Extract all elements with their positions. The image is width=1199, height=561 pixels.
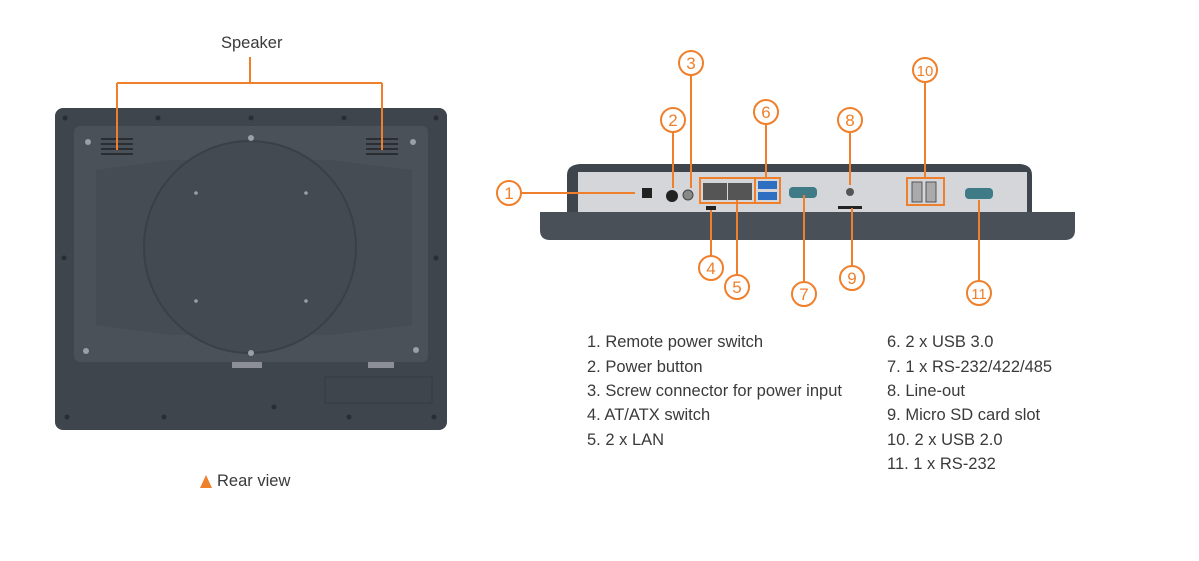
rear-view-panel (55, 108, 447, 430)
callout-9: 9 (847, 269, 856, 288)
legend-item: 1. Remote power switch (587, 333, 764, 351)
legend-item: 11. 1 x RS-232 (887, 455, 996, 473)
legend-item: 4. AT/ATX switch (587, 406, 711, 424)
port-callout-lines (521, 75, 980, 282)
legend-item: 8. Line-out (887, 382, 965, 400)
legend-item: 3. Screw connector for power input (587, 382, 842, 400)
legend-item: 9. Micro SD card slot (887, 406, 1041, 424)
callout-circles (496, 50, 992, 307)
callout-6: 6 (761, 103, 770, 122)
callout-5: 5 (732, 278, 741, 297)
bottom-view-device (540, 164, 1075, 240)
callout-4: 4 (706, 259, 715, 278)
callout-8: 8 (845, 111, 854, 130)
legend-item: 6. 2 x USB 3.0 (887, 333, 994, 351)
rear-view-caption: Rear view (217, 472, 291, 490)
callout-7: 7 (799, 285, 808, 304)
callout-11: 11 (971, 286, 987, 303)
callout-10: 10 (917, 63, 934, 80)
triangle-icon (200, 475, 212, 488)
callout-numbers: 1 2 3 4 5 6 7 8 9 10 11 (504, 54, 987, 304)
legend-item: 10. 2 x USB 2.0 (887, 431, 1003, 449)
legend-item: 2. Power button (587, 358, 703, 376)
callout-2: 2 (668, 111, 677, 130)
legend-item: 7. 1 x RS-232/422/485 (887, 358, 1053, 376)
speaker-callout-lines (116, 57, 383, 150)
callout-3: 3 (686, 54, 695, 73)
speaker-label: Speaker (221, 34, 283, 52)
legend-item: 5. 2 x LAN (587, 431, 665, 449)
callout-1: 1 (504, 184, 513, 203)
